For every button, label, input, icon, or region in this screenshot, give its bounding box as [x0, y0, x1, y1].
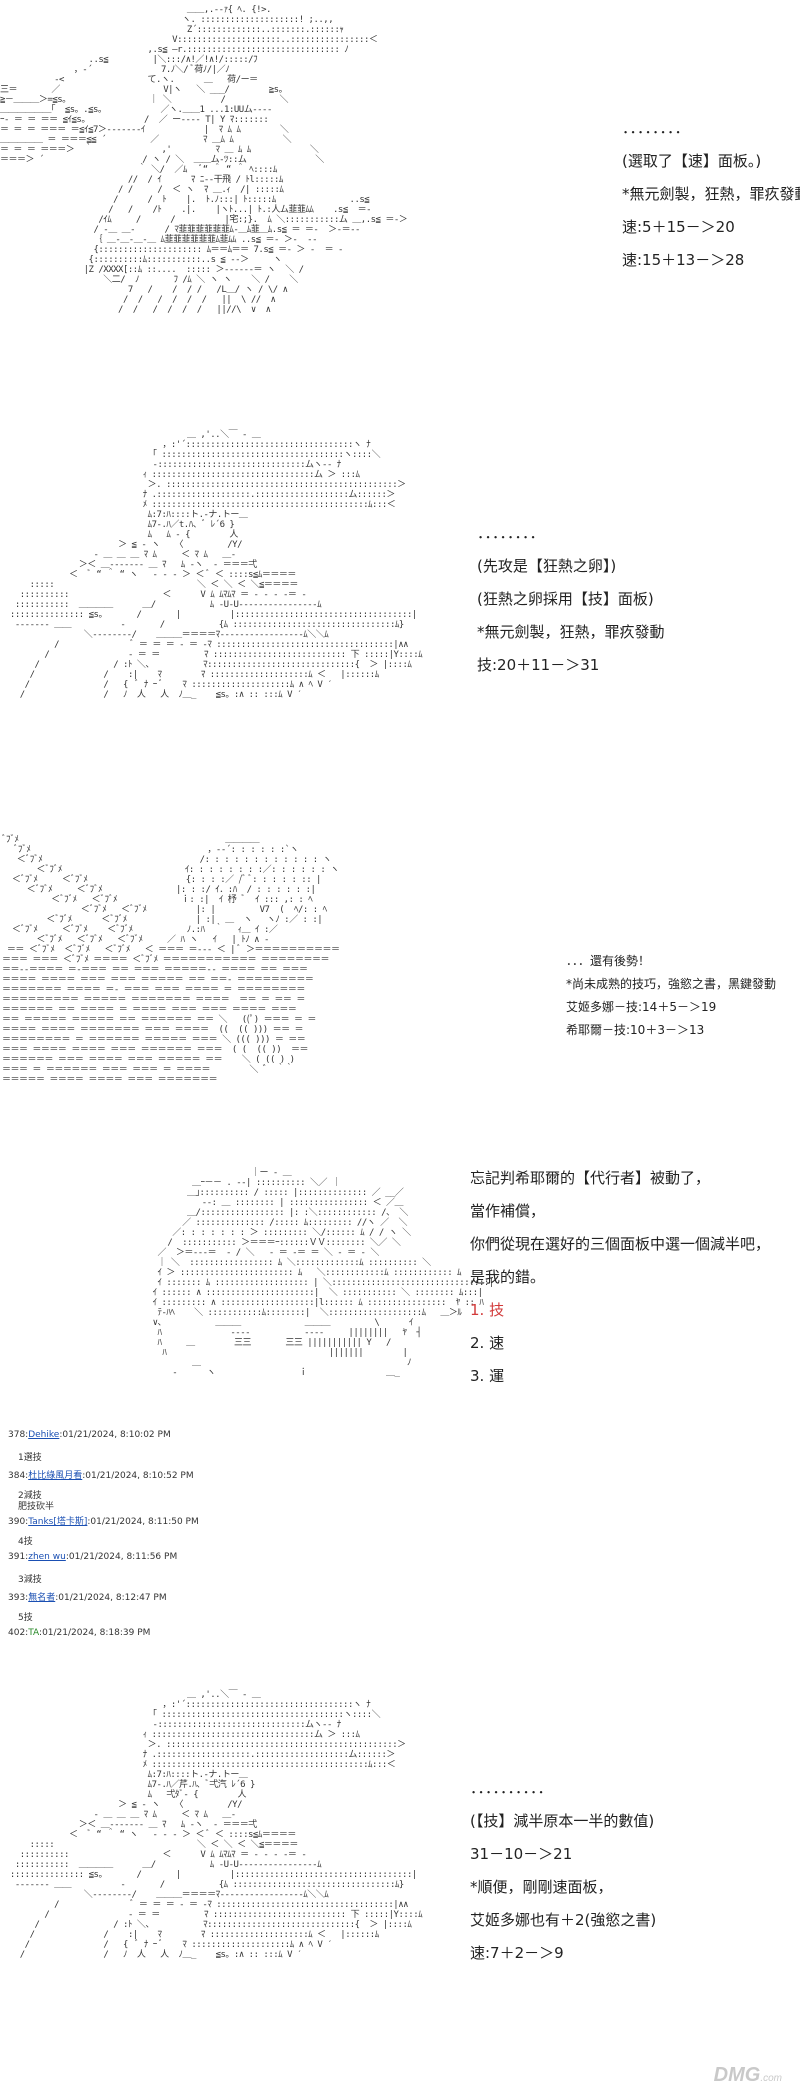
text-line: 速:7＋2－＞9 [470, 1944, 564, 1962]
comment-body: 2減技 [18, 1491, 42, 1501]
text-line: 是我的錯。 [470, 1268, 546, 1286]
text-line: 艾姬多娜也有＋2(強慾之書) [470, 1911, 657, 1929]
text-line: 當作補償， [470, 1202, 546, 1220]
comment-user-link[interactable]: 杜比綠風月看 [28, 1471, 83, 1481]
comment-number: 402: [8, 1628, 29, 1638]
comment: 402:TA:01/21/2024, 8:18:39 PM [0, 1628, 420, 1666]
comment-body: 5技 [18, 1613, 33, 1623]
option-luck: 3. 運 [470, 1367, 505, 1385]
watermark-sub: .com [760, 2073, 782, 2084]
panel-4-text: 忘記判希耶爾的【代行者】被動了， 當作補償， 你們從現在選好的三個面板中選一個減… [470, 1162, 770, 1393]
text-line: *順便，剛剛速面板， [470, 1878, 613, 1896]
text-line: 技:20＋11－＞31 [477, 656, 600, 674]
comment-time: :01/21/2024, 8:12:47 PM [55, 1593, 167, 1603]
comment-number: 384: [8, 1471, 29, 1481]
comment-number: 378: [8, 1430, 29, 1440]
comment: 378:Dehike:01/21/2024, 8:10:02 PM 1選技 [0, 1430, 420, 1468]
text-line: 你們從現在選好的三個面板中選一個減半吧， [470, 1235, 771, 1253]
text-line: *無元劍製，狂熱，罪疚發動 [477, 623, 665, 641]
comment: 390:Tanks[塔卡斯]:01/21/2024, 8:11:50 PM 4技 [0, 1514, 420, 1552]
vote-comments: 378:Dehike:01/21/2024, 8:10:02 PM 1選技 38… [0, 1430, 420, 1666]
text-line: 希耶爾－技:10＋3－＞13 [566, 1023, 705, 1037]
text-line: *尚未成熟的技巧，強慾之書，黑鍵發動 [566, 977, 777, 991]
comment: 393:無名者:01/21/2024, 8:12:47 PM 5技 [0, 1590, 420, 1628]
comment: 384:杜比綠風月看:01/21/2024, 8:10:52 PM 2減技 肥技… [0, 1468, 420, 1514]
ascii-art-embarrassed-character: ｜ー ‐ ＿ ＿ｰ－－ . -‐| :::::::::: ＼／ ｜ ＿｣::::… [152, 1168, 495, 1378]
ascii-art-character-swinging-sword: ＿＿,.-‐ｧ{ ﾍ. {!>. ヽ. ::::::::::::::::::::… [0, 5, 408, 315]
panel-1: ＿＿,.-‐ｧ{ ﾍ. {!>. ヽ. ::::::::::::::::::::… [0, 0, 800, 420]
comment-time: :01/21/2024, 8:18:39 PM [39, 1628, 151, 1638]
option-skill: 1. 技 [470, 1301, 505, 1319]
comment-number: 391: [8, 1552, 29, 1562]
comment-time: :01/21/2024, 8:10:02 PM [59, 1430, 171, 1440]
comment-time: :01/21/2024, 8:10:52 PM [82, 1471, 194, 1481]
comment-body: 1選技 [18, 1453, 42, 1463]
site-watermark: DMG.com [714, 2064, 782, 2087]
text-line: 艾姬多娜－技:14＋5－＞19 [566, 1000, 717, 1014]
text-line: 忘記判希耶爾的【代行者】被動了， [470, 1169, 711, 1187]
comment-time: :01/21/2024, 8:11:50 PM [87, 1517, 199, 1527]
ascii-art-rain-of-swords: ﾞﾌﾞﾒ ＿＿＿＿ ﾞﾌﾞﾒ ，-‐´: : : : : :`ヽ ＜ﾞﾌﾞﾒ /… [2, 835, 340, 1085]
panel-3-text: ．．．還有後勢！ *尚未成熟的技巧，強慾之書，黑鍵發動 艾姬多娜－技:14＋5－… [566, 950, 776, 1042]
text-line: ．．．．．．．．．． [470, 1779, 553, 1797]
panel-2-text: ．．．．．．．． (先攻是【狂熱之卵】) (狂熱之卵採用【技】面板) *無元劍製… [477, 517, 665, 682]
panel-5-text: ．．．．．．．．．． (【技】減半原本一半的數值) 31－10－＞21 *順便，… [470, 1772, 656, 1970]
ascii-art-character-two-repeat: ＿ ,'..＼￣ ‐ ＿ ，:'´:::::::::::::::::::::::… [9, 1690, 423, 1960]
text-line: ．．．．．．．． [622, 119, 690, 137]
comment-user-link[interactable]: Tanks[塔卡斯] [28, 1517, 88, 1527]
comment-number: 390: [8, 1517, 29, 1527]
comment-user-link[interactable]: 無名者 [28, 1593, 56, 1603]
comment: 391:zhen wu:01/21/2024, 8:11:56 PM 3減技 [0, 1552, 420, 1590]
comment-user-link[interactable]: zhen wu [28, 1552, 66, 1562]
text-line: (【技】減半原本一半的數值) [470, 1812, 655, 1830]
comment-body: 4技 [18, 1537, 33, 1547]
text-line: (選取了【速】面板。) [622, 152, 762, 170]
comment-user-link[interactable]: TA [28, 1628, 40, 1638]
ascii-art-character-two: ＿ ,'..＼￣ ‐ ＿ ，:'´:::::::::::::::::::::::… [9, 430, 423, 700]
panel-1-text: ．．．．．．．． (選取了【速】面板。) *無元劍製，狂熱，罪疚發動 速:5＋1… [622, 112, 800, 277]
watermark-main: DMG [713, 2064, 761, 2086]
panel-3: ﾞﾌﾞﾒ ＿＿＿＿ ﾞﾌﾞﾒ ，-‐´: : : : : :`ヽ ＜ﾞﾌﾞﾒ /… [0, 820, 800, 1150]
text-line: *無元劍製，狂熱，罪疚發動 [622, 185, 800, 203]
comment-number: 393: [8, 1593, 29, 1603]
text-line: (先攻是【狂熱之卵】) [477, 557, 617, 575]
comment-body: 3減技 [18, 1575, 42, 1585]
panel-2: ＿ ,'..＼￣ ‐ ＿ ，:'´:::::::::::::::::::::::… [0, 420, 800, 820]
option-speed: 2. 速 [470, 1334, 505, 1352]
comment-body-line2: 肥技砍半 [18, 1502, 55, 1512]
text-line: (狂熱之卵採用【技】面板) [477, 590, 654, 608]
comment-user-link[interactable]: Dehike [28, 1430, 60, 1440]
panel-5: ＿ ,'..＼￣ ‐ ＿ ，:'´:::::::::::::::::::::::… [0, 1690, 800, 2090]
comment-time: :01/21/2024, 8:11:56 PM [65, 1552, 178, 1562]
panel-4: ｜ー ‐ ＿ ＿ｰ－－ . -‐| :::::::::: ＼／ ｜ ＿｣::::… [0, 1150, 800, 1430]
text-line: 31－10－＞21 [470, 1845, 573, 1863]
text-line: ．．．還有後勢！ [566, 954, 651, 968]
text-line: 速:5＋15－＞20 [622, 218, 735, 236]
text-line: ．．．．．．．． [477, 524, 545, 542]
text-line: 速:15＋13－＞28 [622, 251, 745, 269]
